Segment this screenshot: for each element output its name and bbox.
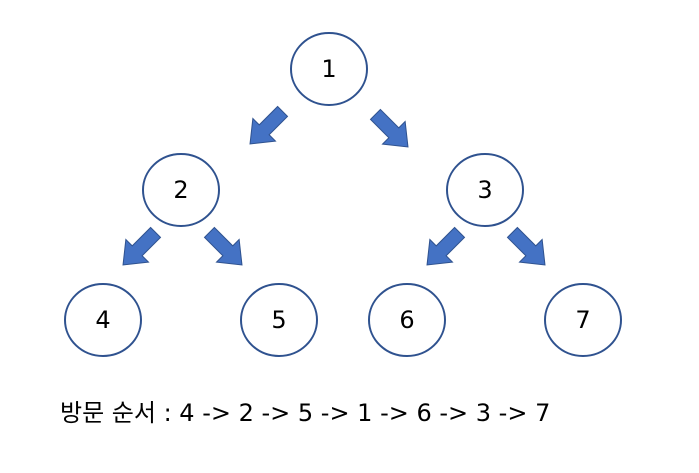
- node-circle: [240, 283, 318, 357]
- arrow-2-to-4: [111, 220, 168, 277]
- node-label: 3: [477, 176, 492, 204]
- tree-node-1: 1: [290, 32, 368, 106]
- visit-order-caption: 방문 순서 : 4 -> 2 -> 5 -> 1 -> 6 -> 3 -> 7: [60, 399, 551, 427]
- node-label: 5: [271, 306, 286, 334]
- node-circle: [142, 153, 220, 227]
- arrow-1-to-2: [238, 99, 295, 156]
- node-label: 1: [321, 55, 336, 83]
- arrow-1-to-3: [363, 102, 420, 159]
- arrow-3-to-7: [500, 220, 557, 277]
- node-label: 2: [173, 176, 188, 204]
- node-label: 7: [575, 306, 590, 334]
- node-circle: [290, 32, 368, 106]
- node-label: 4: [95, 306, 110, 334]
- tree-node-3: 3: [446, 153, 524, 227]
- arrow-3-to-6: [415, 220, 472, 277]
- node-circle: [544, 283, 622, 357]
- tree-node-6: 6: [368, 283, 446, 357]
- tree-node-4: 4: [64, 283, 142, 357]
- tree-node-2: 2: [142, 153, 220, 227]
- node-circle: [64, 283, 142, 357]
- node-circle: [446, 153, 524, 227]
- node-circle: [368, 283, 446, 357]
- tree-node-5: 5: [240, 283, 318, 357]
- arrow-2-to-5: [197, 220, 254, 277]
- tree-node-7: 7: [544, 283, 622, 357]
- node-label: 6: [399, 306, 414, 334]
